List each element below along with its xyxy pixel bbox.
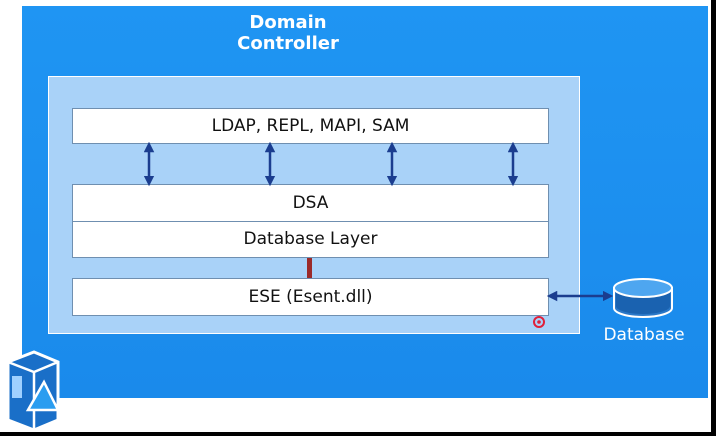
ese-layer: ESE (Esent.dll): [72, 278, 549, 316]
dsa-layer: DSA: [72, 184, 549, 222]
domain-controller-title: Domain Controller: [237, 12, 339, 54]
database-layer: Database Layer: [72, 221, 549, 258]
protocols-layer: LDAP, REPL, MAPI, SAM: [72, 108, 549, 144]
database-label: Database: [603, 325, 685, 345]
